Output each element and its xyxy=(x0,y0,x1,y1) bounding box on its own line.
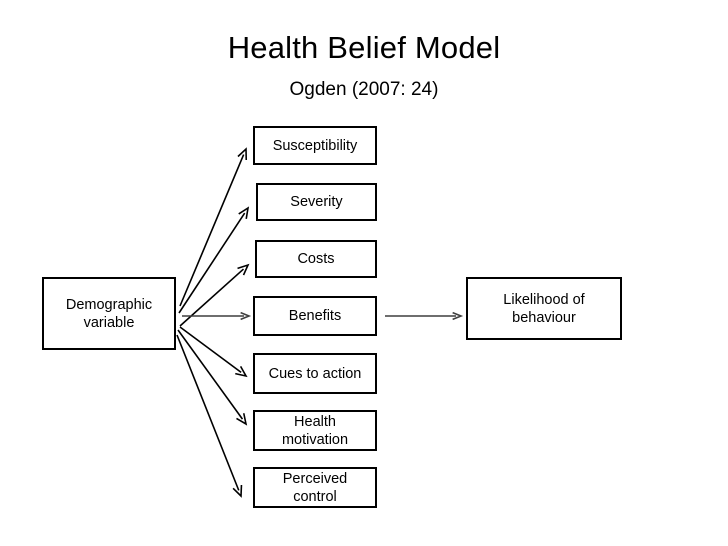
node-label: Demographic variable xyxy=(65,296,153,331)
node-health-motivation: Health motivation xyxy=(253,410,377,451)
arrow-to-susceptibility xyxy=(179,147,248,307)
node-label: Health motivation xyxy=(281,413,349,448)
arrow-to-benefits xyxy=(182,311,252,321)
node-benefits: Benefits xyxy=(253,296,377,336)
node-perceived-control: Perceived control xyxy=(253,467,377,508)
arrow-to-costs xyxy=(179,263,250,327)
arrow-to-perceived-control xyxy=(176,334,243,498)
arrow-benefits-to-likelihood xyxy=(385,311,464,321)
arrow-to-severity xyxy=(178,206,250,314)
node-label: Likelihood of behaviour xyxy=(503,291,585,326)
node-label: Benefits xyxy=(288,308,342,324)
node-severity: Severity xyxy=(256,183,377,221)
node-cues-to-action: Cues to action xyxy=(253,353,377,394)
page-title: Health Belief Model xyxy=(227,30,501,65)
arrow-to-cues-to-action xyxy=(179,326,248,378)
node-label: Perceived control xyxy=(282,470,348,505)
node-label: Severity xyxy=(290,194,343,210)
node-label: Costs xyxy=(297,251,335,267)
node-label: Susceptibility xyxy=(272,137,358,154)
node-susceptibility: Susceptibility xyxy=(253,126,377,165)
node-demographic-variable: Demographic variable xyxy=(42,277,176,350)
page-subtitle: Ogden (2007: 24) xyxy=(289,79,439,100)
node-costs: Costs xyxy=(255,240,377,278)
arrow-to-health-motivation xyxy=(177,329,248,426)
node-label: Cues to action xyxy=(268,365,362,382)
node-likelihood-of-behaviour: Likelihood of behaviour xyxy=(466,277,622,340)
